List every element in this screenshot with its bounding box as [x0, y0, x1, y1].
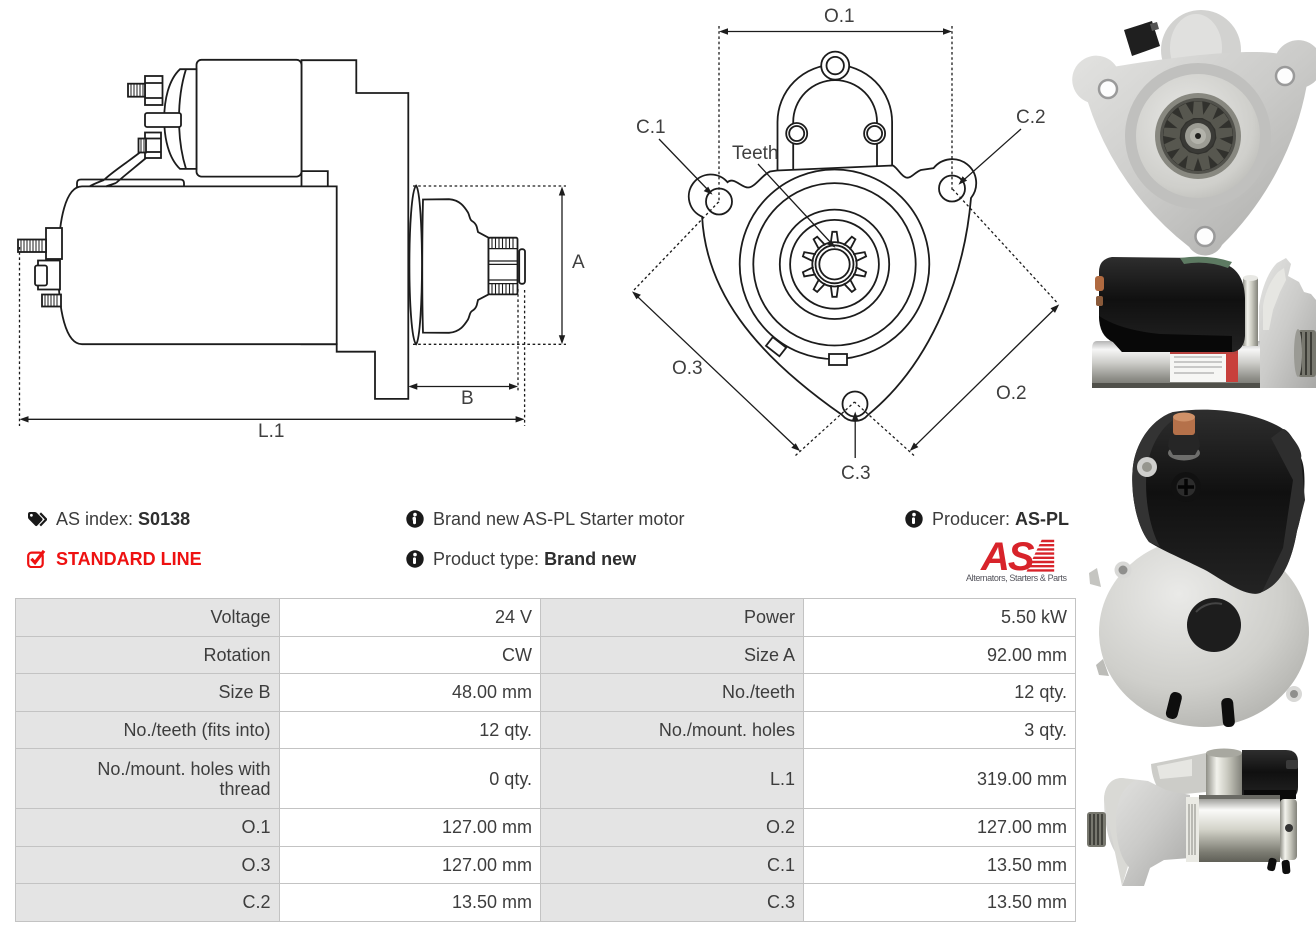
svg-text:A: A	[572, 252, 585, 273]
svg-text:C.2: C.2	[1016, 107, 1046, 128]
svg-text:L.1: L.1	[258, 421, 284, 442]
svg-text:Alternators, Starters & Parts: Alternators, Starters & Parts	[966, 573, 1068, 583]
svg-text:B: B	[461, 388, 474, 409]
svg-text:O.3: O.3	[672, 358, 703, 379]
svg-text:AS: AS	[980, 535, 1035, 579]
svg-text:C.3: C.3	[841, 463, 871, 484]
svg-text:O.1: O.1	[824, 6, 855, 27]
svg-text:Teeth: Teeth	[732, 143, 778, 164]
svg-text:O.2: O.2	[996, 383, 1027, 404]
svg-text:C.1: C.1	[636, 117, 666, 138]
